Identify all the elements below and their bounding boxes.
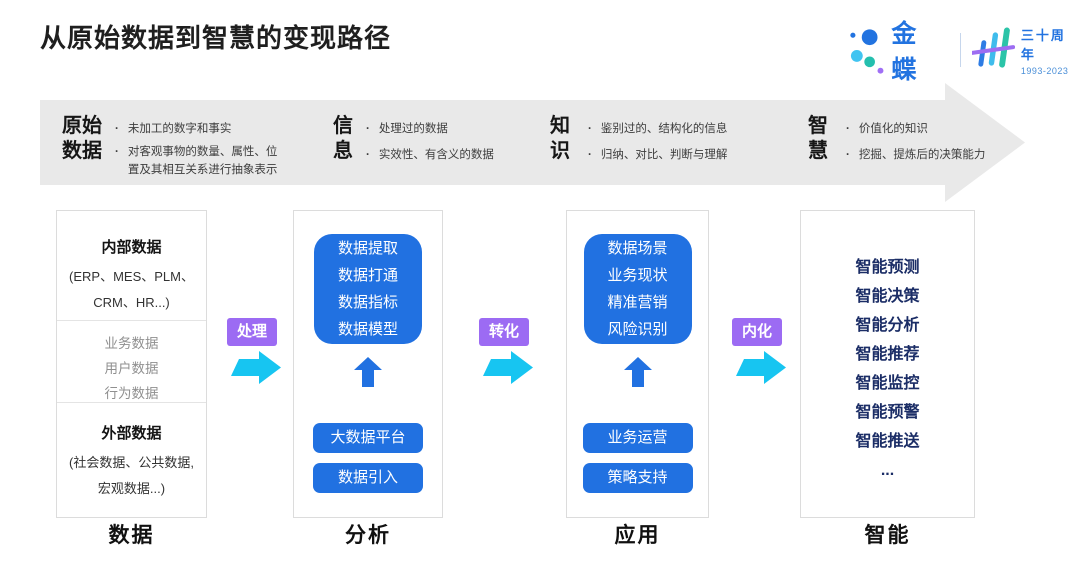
intelligence-list: 智能预测 智能决策 智能分析 智能推荐 智能监控 智能预警 智能推送 ... [801,211,974,485]
section-subtext: (社会数据、公共数据, 宏观数据...) [69,455,194,496]
list-item: 智能分析 [855,317,920,334]
anniversary-years: 1993-2023 [1020,65,1069,76]
stage-term-raw-data: 原始 数据 [62,115,102,162]
banner-point: 鉴别过的、结构化的信息 [588,122,728,136]
list-item: ... [880,462,895,479]
kingdee-logo: 金蝶 三十周年 1993-2023 [846,14,1080,86]
data-import-button: 数据引入 [313,463,423,493]
up-arrow-icon [623,357,652,387]
footer-label-intelligence: 智能 [864,524,911,547]
section-subtext: (ERP、MES、PLM、 CRM、HR...) [69,269,194,310]
external-data-section: 外部数据 (社会数据、公共数据, 宏观数据...) [57,402,206,517]
column-analysis: 数据提取 数据打通 数据指标 数据模型 大数据平台 数据引入 [293,210,443,518]
banner-point: 对客观事物的数量、属性、位置及其相互关系进行抽象表示 [115,143,283,179]
flow-right-arrow-icon [231,351,281,384]
stage-term-information: 信 息 [333,115,353,162]
column-intelligence: 智能预测 智能决策 智能分析 智能推荐 智能监控 智能预警 智能推送 ... [800,210,975,518]
stage-term-knowledge: 知 识 [550,115,570,162]
flow-right-arrow-icon [483,351,533,384]
banner-point: 挖掘、提炼后的决策能力 [846,148,986,162]
connector-label-transform: 转化 [479,318,529,346]
footer-label-application: 应用 [614,524,661,547]
list-item: 智能推荐 [855,346,920,363]
section-items: 业务数据 用户数据 行为数据 [104,336,159,401]
column-application: 数据场景 业务现状 精准营销 风险识别 业务运营 策略支持 [566,210,709,518]
big-data-platform-button: 大数据平台 [313,423,423,453]
middle-data-section: 业务数据 用户数据 行为数据 [57,320,206,402]
logo-divider [959,33,961,67]
connector-label-process: 处理 [227,318,277,346]
connector-label-internalize: 内化 [732,318,782,346]
anniversary-mark-icon [971,27,1015,68]
banner-point: 归纳、对比、判断与理解 [588,148,728,162]
section-heading: 内部数据 [101,239,162,256]
stage-points-wisdom: 价值化的知识 挖掘、提炼后的决策能力 [846,122,986,162]
anniversary-title: 三十周年 [1020,27,1066,62]
brand-name: 金蝶 [891,20,920,84]
banner-point: 处理过的数据 [366,122,494,136]
stage-points-raw-data: 未加工的数字和事实 对客观事物的数量、属性、位置及其相互关系进行抽象表示 [115,120,283,179]
strategy-support-button: 策略支持 [582,463,693,493]
list-item: 智能监控 [855,375,920,392]
kingdee-dots-icon [850,29,884,74]
list-item: 智能决策 [855,288,920,305]
list-item: 智能预测 [855,259,920,276]
list-item: 智能预警 [855,404,920,421]
banner-arrow-shape [40,83,1025,202]
footer-label-analysis: 分析 [345,524,391,547]
internal-data-section: 内部数据 (ERP、MES、PLM、 CRM、HR...) [57,211,206,320]
list-item: 智能推送 [855,433,920,450]
page-title: 从原始数据到智慧的变现路径 [40,23,392,53]
section-heading: 外部数据 [101,425,162,442]
banner-point: 实效性、有含义的数据 [366,148,494,162]
up-arrow-icon [354,357,382,387]
column-data: 内部数据 (ERP、MES、PLM、 CRM、HR...) 业务数据 用户数据 … [56,210,207,518]
stage-points-information: 处理过的数据 实效性、有含义的数据 [366,122,494,162]
analysis-panel: 数据提取 数据打通 数据指标 数据模型 [314,234,422,344]
application-panel: 数据场景 业务现状 精准营销 风险识别 [583,234,692,344]
stage-points-knowledge: 鉴别过的、结构化的信息 归纳、对比、判断与理解 [588,122,728,162]
flow-right-arrow-icon [736,351,786,384]
banner-point: 未加工的数字和事实 [115,120,283,138]
footer-label-data: 数据 [108,524,155,547]
stage-term-wisdom: 智 慧 [808,115,828,162]
business-operation-button: 业务运营 [582,423,693,453]
banner-point: 价值化的知识 [846,122,985,136]
